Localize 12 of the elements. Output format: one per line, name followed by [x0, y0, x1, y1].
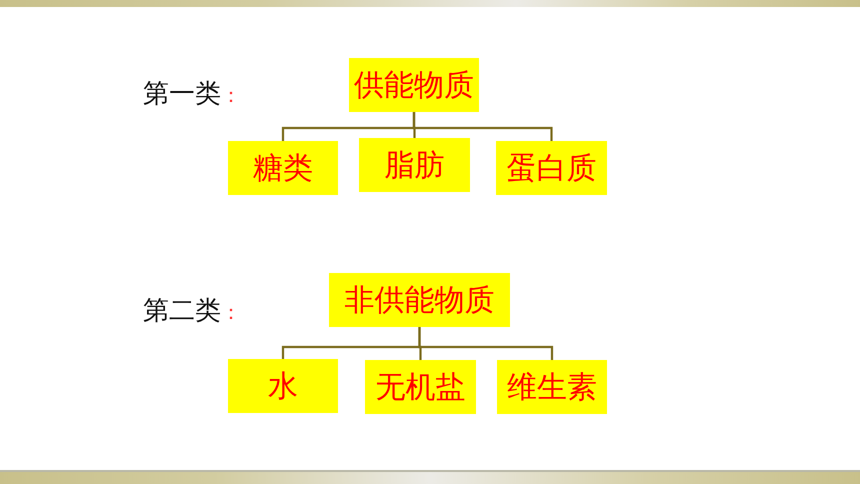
concept-box: 糖类	[228, 141, 338, 195]
concept-box: 水	[228, 359, 338, 413]
category-box: 非供能物质	[329, 273, 510, 327]
connector-line	[412, 112, 553, 141]
category-label: 第二类：	[143, 297, 241, 327]
concept-box: 蛋白质	[496, 141, 607, 195]
connector-line	[418, 327, 554, 360]
concept-box: 脂肪	[359, 138, 470, 192]
concept-box: 维生素	[497, 360, 607, 414]
category-label: 第一类：	[143, 80, 241, 110]
category-box: 供能物质	[349, 58, 479, 112]
concept-box: 无机盐	[365, 360, 476, 414]
